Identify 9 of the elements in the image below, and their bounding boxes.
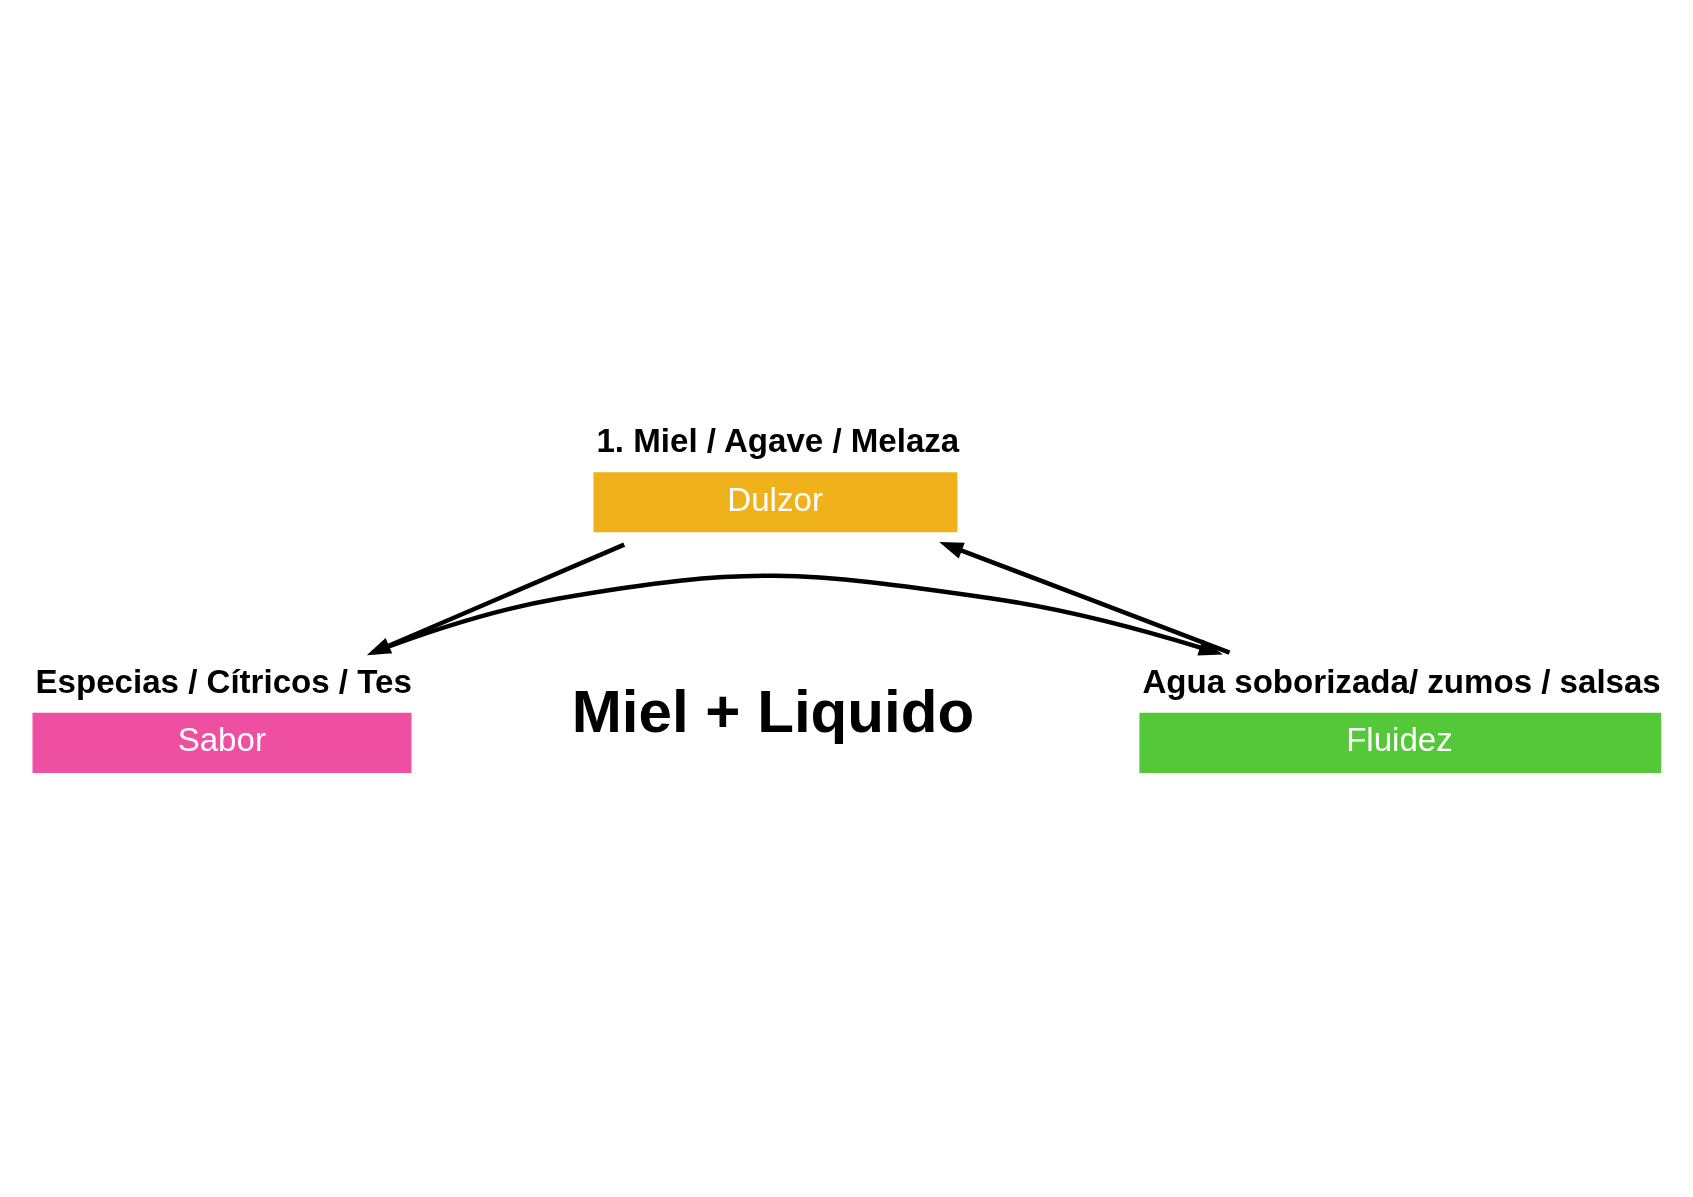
label: Miel + Liquido bbox=[571, 678, 975, 746]
node-box: Dulzor bbox=[593, 472, 958, 533]
arrow bbox=[371, 573, 1223, 656]
arrow bbox=[939, 542, 1231, 655]
node-box: Sabor bbox=[32, 712, 412, 773]
node-label: Agua soborizada/ zumos / salsas bbox=[1142, 662, 1661, 700]
node-label: 1. Miel / Agave / Melaza bbox=[596, 422, 960, 460]
node-box: Fluidez bbox=[1139, 712, 1662, 773]
node-label: Especias / Cítricos / Tes bbox=[35, 662, 412, 700]
